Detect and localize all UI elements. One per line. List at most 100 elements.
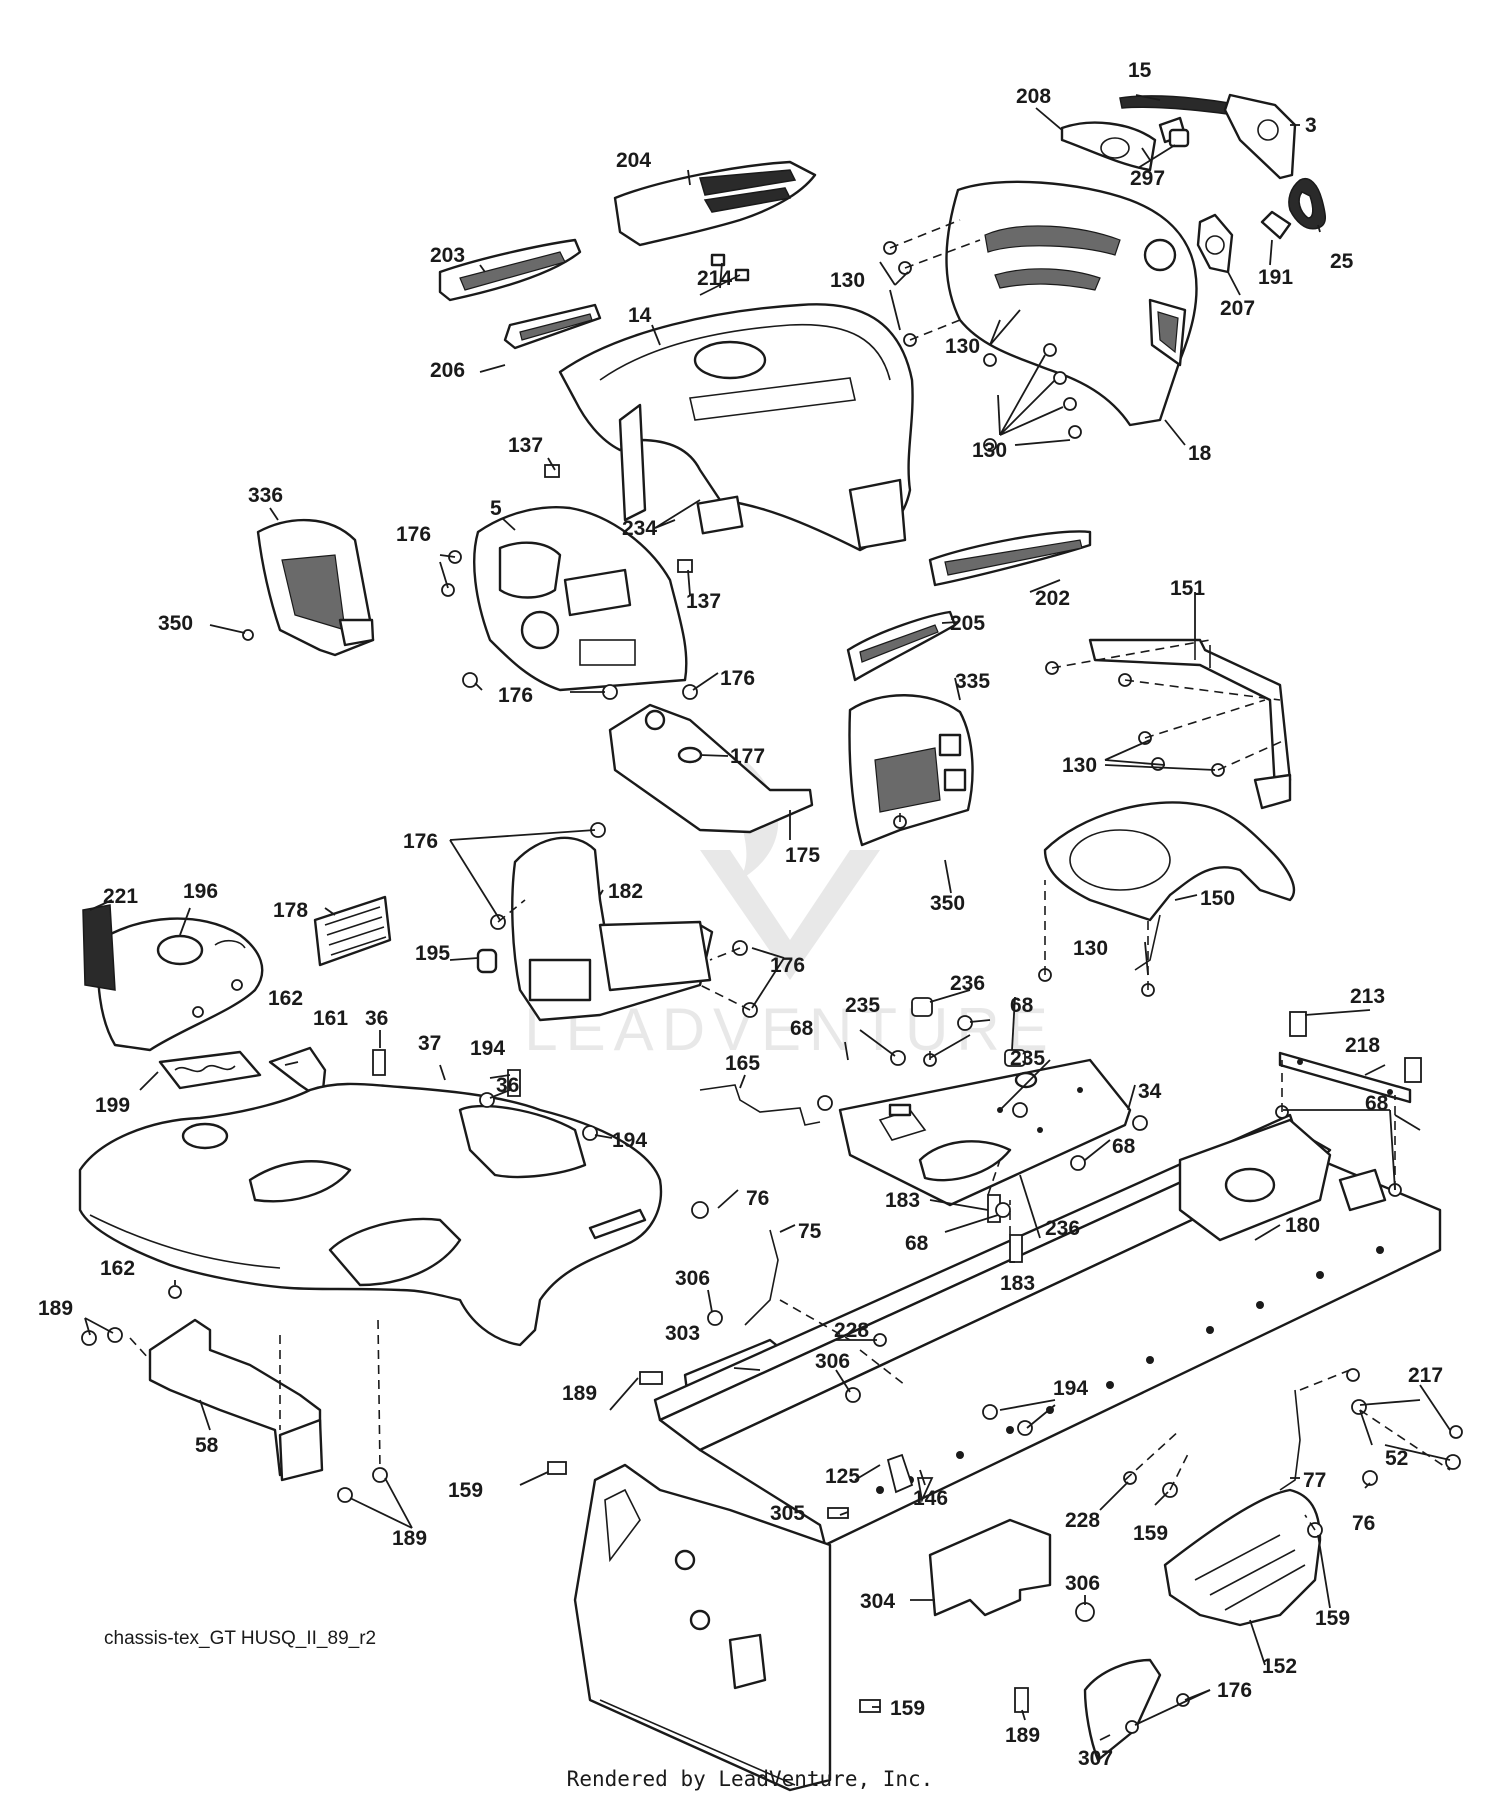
callout-label: 52 xyxy=(1385,1447,1408,1470)
callout-label: 218 xyxy=(1345,1034,1380,1057)
part-205-trim xyxy=(846,610,957,682)
callout-label: 305 xyxy=(770,1502,805,1525)
callout-label: 130 xyxy=(945,335,980,358)
callout-label: 176 xyxy=(770,954,805,977)
callout-label: 175 xyxy=(785,844,820,867)
callout-label: 183 xyxy=(1000,1272,1035,1295)
callout-label: 14 xyxy=(628,304,652,327)
callout-label: 234 xyxy=(622,517,657,540)
callout-label: 76 xyxy=(1352,1512,1375,1535)
part-3-bracket xyxy=(1223,93,1297,180)
callout-label: 207 xyxy=(1220,297,1255,320)
part-14-hood xyxy=(558,303,914,552)
callout-label: 58 xyxy=(195,1434,219,1457)
callout-label: 189 xyxy=(1005,1724,1040,1747)
callout-label: 25 xyxy=(1330,250,1354,273)
part-161 xyxy=(268,1046,327,1102)
callout-label: 297 xyxy=(1130,167,1165,190)
part-182-dash-lower xyxy=(511,836,714,1022)
callout-label: 194 xyxy=(1053,1377,1088,1400)
callout-label: 75 xyxy=(798,1220,822,1243)
part-175-bracket xyxy=(608,703,814,834)
leader-lines xyxy=(84,94,1451,1741)
render-credit: Rendered by LeadVenture, Inc. xyxy=(566,1767,934,1791)
part-207-light xyxy=(1196,213,1234,274)
part-336-side-panel xyxy=(256,518,375,657)
callout-label: 235 xyxy=(845,994,880,1017)
callout-label: 194 xyxy=(470,1037,505,1060)
callout-label: 137 xyxy=(508,434,543,457)
callout-label: 176 xyxy=(498,684,533,707)
alignment-lines xyxy=(129,219,1451,1531)
part-307-cover xyxy=(1083,1658,1162,1762)
callout-label: 159 xyxy=(890,1697,925,1720)
fasteners xyxy=(81,241,1463,1734)
callout-label: 306 xyxy=(675,1267,710,1290)
part-37-fender xyxy=(78,1082,663,1347)
part-178-grille xyxy=(313,895,392,967)
callout-label: 159 xyxy=(448,1479,483,1502)
callout-label: 176 xyxy=(720,667,755,690)
callout-label: 306 xyxy=(815,1350,850,1373)
callout-label: 307 xyxy=(1078,1747,1113,1770)
callout-label: 150 xyxy=(1200,887,1235,910)
callout-label: 177 xyxy=(730,745,765,768)
callout-label: 335 xyxy=(955,670,990,693)
callout-label: 152 xyxy=(1262,1655,1297,1678)
callout-label: 178 xyxy=(273,899,308,922)
part-297 xyxy=(1168,128,1190,148)
callout-label: 34 xyxy=(1138,1080,1162,1103)
callout-label: 130 xyxy=(1062,754,1097,777)
part-195 xyxy=(476,948,498,974)
part-18-front-bumper xyxy=(945,180,1198,427)
callout-label: 176 xyxy=(1217,1679,1252,1702)
part-152-step xyxy=(1163,1488,1322,1627)
callout-label: 189 xyxy=(562,1382,597,1405)
part-frame xyxy=(573,1113,1442,1792)
callout-label: 214 xyxy=(697,267,732,290)
callout-label: 36 xyxy=(365,1007,388,1030)
callout-label: 336 xyxy=(248,484,283,507)
part-304-plate xyxy=(928,1518,1052,1617)
callout-label: 194 xyxy=(612,1129,647,1152)
callout-labels: 15 208 3 204 297 25 191 207 130 130 214 … xyxy=(38,59,1443,1770)
part-191 xyxy=(1260,210,1292,240)
callout-label: 350 xyxy=(930,892,965,915)
callout-label: 182 xyxy=(608,880,643,903)
part-25-trim xyxy=(1288,178,1326,230)
part-204-hood-top xyxy=(613,160,817,247)
callout-label: 15 xyxy=(1128,59,1152,82)
part-75-rod xyxy=(744,1229,779,1326)
callout-label: 196 xyxy=(183,880,218,903)
callout-label: 206 xyxy=(430,359,465,382)
callout-label: 18 xyxy=(1188,442,1212,465)
callout-label: 151 xyxy=(1170,577,1205,600)
callout-label: 183 xyxy=(885,1189,920,1212)
part-203-grille xyxy=(438,238,582,302)
part-58-bracket xyxy=(148,1318,324,1482)
callout-label: 162 xyxy=(268,987,303,1010)
callout-label: 213 xyxy=(1350,985,1385,1008)
callout-label: 176 xyxy=(396,523,431,546)
callout-label: 130 xyxy=(1073,937,1108,960)
callout-label: 130 xyxy=(830,269,865,292)
callout-label: 159 xyxy=(1315,1607,1350,1630)
callout-label: 5 xyxy=(490,497,502,520)
callout-label: 228 xyxy=(1065,1509,1100,1532)
callout-label: 77 xyxy=(1303,1469,1326,1492)
callout-label: 208 xyxy=(1016,85,1051,108)
callout-label: 199 xyxy=(95,1094,130,1117)
part-165-rod xyxy=(699,1084,821,1126)
callout-label: 350 xyxy=(158,612,193,635)
callout-label: 176 xyxy=(403,830,438,853)
callout-label: 3 xyxy=(1305,114,1317,137)
callout-label: 228 xyxy=(834,1319,869,1342)
callout-label: 162 xyxy=(100,1257,135,1280)
part-208-bracket xyxy=(1060,121,1157,172)
callout-label: 137 xyxy=(686,590,721,613)
diagram-reference-code: chassis-tex_GT HUSQ_II_89_r2 xyxy=(104,1628,377,1649)
part-196-fender-cover xyxy=(96,917,264,1052)
callout-label: 68 xyxy=(905,1232,929,1255)
callout-label: 125 xyxy=(825,1465,860,1488)
callout-label: 303 xyxy=(665,1322,700,1345)
